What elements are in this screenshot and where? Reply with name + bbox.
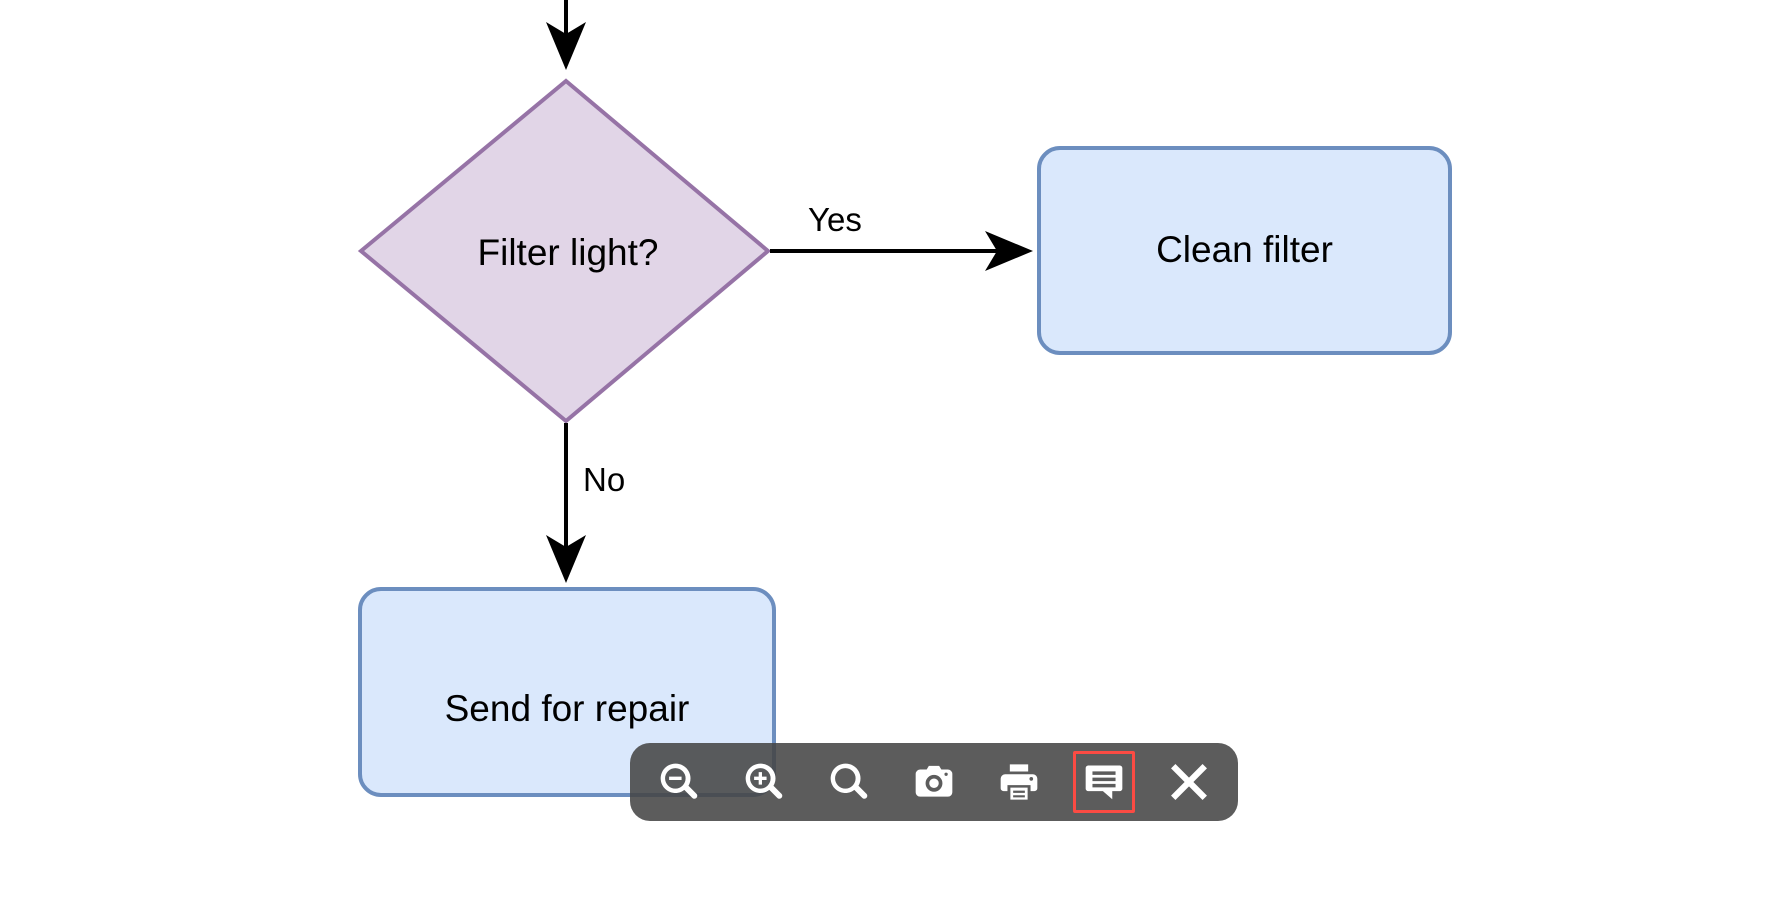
zoom-out-button[interactable] [648,751,710,813]
printer-icon [997,760,1041,804]
snapshot-button[interactable] [903,751,965,813]
comment-icon [1082,760,1126,804]
search-button[interactable] [818,751,880,813]
edge-label-yes: Yes [808,201,862,238]
viewer-toolbar [630,743,1238,821]
zoom-in-icon [742,760,786,804]
decision-filter-light-node[interactable] [357,78,772,424]
close-button[interactable] [1158,751,1220,813]
print-button[interactable] [988,751,1050,813]
zoom-in-button[interactable] [733,751,795,813]
search-icon [827,760,871,804]
close-icon [1167,760,1211,804]
process-clean-filter-node[interactable] [1037,146,1452,355]
comment-button[interactable] [1073,751,1135,813]
zoom-out-icon [657,760,701,804]
camera-icon [912,760,956,804]
edge-label-no: No [583,461,626,498]
